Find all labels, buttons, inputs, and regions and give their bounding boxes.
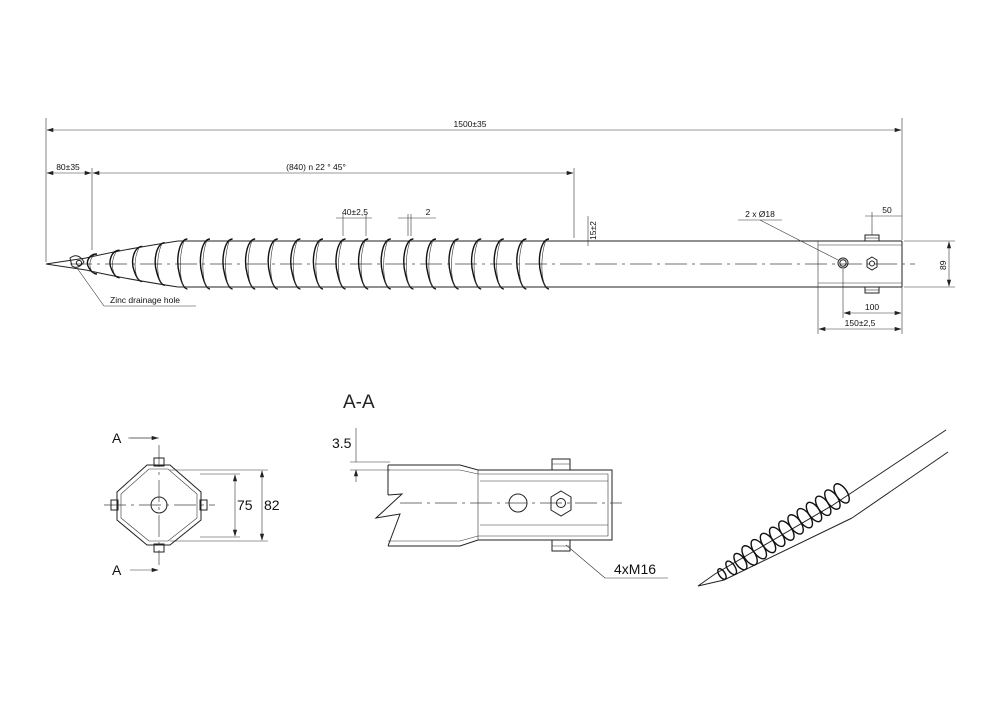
helix-flight-edge [134,247,140,281]
section-title: A-A [343,392,375,413]
helix-flight [177,238,188,290]
helix-flight-edge [270,239,276,289]
section-bolt-top [551,458,571,471]
isometric-helix [717,483,850,580]
octagon-inner [120,468,198,542]
helix-flight-edge [451,239,456,289]
helix-flight-edge [292,239,298,289]
end-bolt-right [199,499,208,511]
iso-helix-coil [733,552,748,571]
inner-width-label: 75 [237,497,253,513]
helix-flight-edge [518,239,524,289]
flight-thickness-label: 2 [426,207,431,217]
end-bolt-bottom [153,543,165,553]
iso-helix-coil [833,483,850,504]
side-hole [837,257,849,269]
helix-flight-edge [496,239,502,289]
section-hex-bolt [550,490,572,517]
helix-flight [538,238,550,290]
flight-height-label: 15±2 [588,221,598,240]
overall-length-label: 1500±35 [453,119,486,129]
hole-distance-label: 100 [865,302,879,312]
section-bolt-bottom [551,539,571,552]
helix-flight [86,253,98,275]
helix-flight [448,238,459,290]
helix-flight [290,238,301,290]
helix-length-label: (840) n 22 ° 45° [286,162,346,172]
section-view: A-A 3.5 [332,392,668,579]
helix-flight [222,238,233,290]
end-bolt-left [110,499,119,511]
helix-flight-edge [360,239,366,289]
bolt-callout-label: 4xM16 [614,561,656,577]
drainage-label: Zinc drainage hole [110,295,180,305]
end-view: A A 75 82 [104,430,280,578]
helix-flights [86,238,550,290]
hex-bolt-side [866,256,878,271]
helix-flight [154,242,165,286]
helix-flight-edge [473,239,479,289]
helix-flight-edge [179,239,185,289]
helix-flight-edge [405,239,411,289]
pitch-label: 40±2,5 [342,207,368,217]
helix-flight [199,238,211,290]
helix-flight-edge [428,239,434,289]
helix-flight-edge [383,239,389,289]
side-hole-inner [839,259,847,267]
bolt-offset-label: 50 [882,205,892,215]
octagon-outer [116,464,202,546]
helix-flight [244,238,256,290]
helix-flight-edge [338,239,343,289]
bolt-head-top [864,234,880,242]
section-mark-top: A [112,430,122,446]
helix-flight-edge [202,239,208,289]
helix-flight-edge [112,251,117,277]
helix-flight [470,238,482,290]
pipe-body [45,240,915,288]
socket-length-label: 150±2,5 [845,318,876,328]
helix-flight [425,238,437,290]
iso-helix-coil [717,568,727,580]
diameter-label: 89 [938,260,948,270]
helix-flight-edge [541,239,547,289]
helix-flight [403,238,414,290]
helix-flight [380,238,391,290]
helix-flight-edge [225,239,230,289]
helix-flight [131,245,143,283]
tip-length-label: 80±35 [56,162,80,172]
helix-flight [516,238,527,290]
helix-flight-edge [89,254,95,274]
side-view: 1500±35 80±35 (840) n 22 ° 45° 40±2,5 2 … [45,118,955,334]
bolt-head-bottom [864,286,880,294]
helix-flight [312,238,324,290]
section-mark-bottom: A [112,562,122,578]
end-bolt-top [153,457,165,467]
helix-flight [109,249,120,279]
isometric-view [697,429,949,587]
helix-flight [267,238,278,290]
helix-flight [493,238,504,290]
helix-flight-edge [315,239,321,289]
section-pipe [374,458,622,552]
helix-flight [357,238,369,290]
outer-width-label: 82 [264,497,280,513]
holes-label: 2 x Ø18 [745,209,775,219]
helix-flight [335,238,346,290]
helix-flight-edge [247,239,253,289]
helix-flight-edge [157,243,163,285]
section-hole [508,493,528,513]
wall-thickness-label: 3.5 [332,435,352,451]
iso-helix-coil [725,560,738,576]
